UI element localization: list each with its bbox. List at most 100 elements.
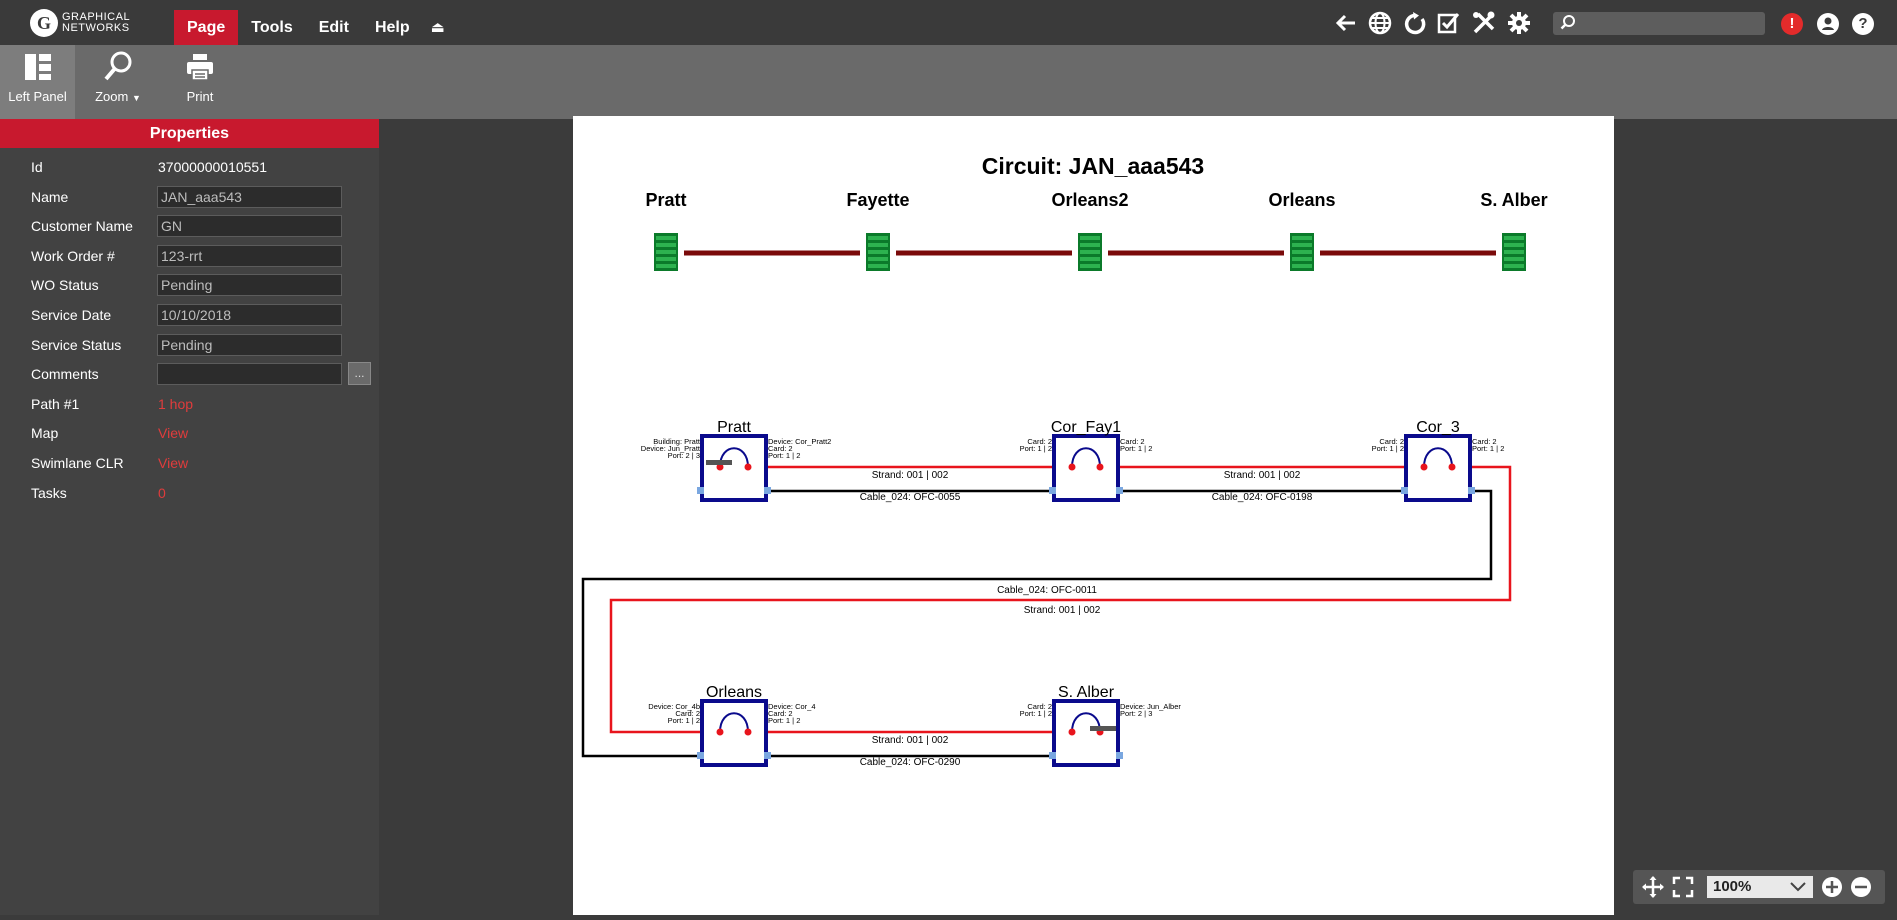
graphical-networks-logo[interactable]: G GRAPHICAL NETWORKS [30,9,130,37]
rack-slot [1292,236,1312,240]
connector-square [1401,487,1408,494]
refresh-icon[interactable] [1402,10,1428,36]
device-info: Card: 2 [1379,437,1404,446]
print-label: Print [186,89,214,104]
port-dot [1420,463,1428,471]
property-row: Customer Name GN [0,212,379,242]
strand-label: Strand: 001 | 002 [872,735,949,746]
property-label: Comments [31,366,99,383]
port-dot [716,463,724,471]
device-info: Port: 1 | 2 [1472,444,1504,453]
search-box[interactable] [1553,12,1765,35]
connector-square [764,487,771,494]
cable-label: Cable_024: OFC-0011 [997,585,1097,596]
property-label: Map [31,425,59,442]
rack-slot [1504,250,1524,254]
gear-icon[interactable] [1506,10,1532,36]
zoom-button[interactable]: Zoom ▼ [84,45,152,119]
device-box [1052,699,1120,767]
rack-slot [1504,264,1524,268]
properties-title: Properties [0,119,379,148]
property-label: Tasks [31,484,67,501]
device-info: Card: 2 [675,709,700,718]
property-input[interactable]: 123-rrt [157,244,342,267]
property-label: Customer Name [31,218,133,235]
property-link[interactable]: View [158,425,189,442]
tools-icon[interactable] [1471,10,1497,36]
menu-edit[interactable]: Edit [318,19,349,36]
patch-arc [719,712,749,733]
printer-icon [165,45,235,89]
property-input[interactable] [157,363,342,386]
device-info: Port: 1 | 2 [1020,709,1052,718]
checklist-icon[interactable] [1436,10,1462,36]
search-input[interactable] [1581,14,1763,35]
port-dot [1448,463,1456,471]
property-input[interactable]: Pending [157,274,342,297]
menu-help[interactable]: Help [374,19,410,36]
eject-icon[interactable]: ⏏ [430,19,445,36]
print-button[interactable]: Print [165,45,235,119]
fit-screen-icon[interactable] [1671,875,1695,904]
property-link[interactable]: 1 hop [158,395,194,412]
rack-slot [1504,257,1524,261]
port-dot [1068,728,1076,736]
ellipsis-button[interactable]: ... [348,362,371,386]
menu-tools[interactable]: Tools [251,19,293,36]
patch-arc [1071,712,1101,733]
device-info: Port: 2 | 3 [1120,709,1152,718]
top-bar: G GRAPHICAL NETWORKS Page Tools Edit Hel… [0,0,1897,45]
property-label: Swimlane CLR [31,455,124,471]
rack-slot [1504,236,1524,240]
rack-slot [1504,243,1524,247]
help-icon[interactable]: ? [1852,13,1874,35]
device-info: Port: 1 | 2 [1372,444,1404,453]
zoom-in-icon[interactable] [1820,875,1844,904]
property-link[interactable]: View [158,455,189,471]
property-label: Name [31,188,69,205]
cable-label: Cable_024: OFC-0198 [1212,492,1313,503]
device-info: Port: 2 | 3 [668,451,700,460]
property-input[interactable]: 10/10/2018 [157,304,342,326]
back-arrow-icon[interactable] [1333,10,1359,36]
rack-slot [656,257,676,261]
property-link[interactable]: 0 [158,484,166,501]
connector-square [1116,752,1123,759]
patch-arc [1423,447,1453,468]
pan-icon[interactable] [1641,875,1665,904]
zoom-out-icon[interactable] [1849,875,1873,904]
property-input[interactable]: Pending [157,333,342,356]
logo-mark: G [30,9,58,37]
zoom-level-value: 100% [1713,878,1752,895]
terminal-bar [1090,726,1116,731]
device-name: S. Alber [1058,684,1115,701]
device-box [1404,434,1472,502]
rack-slot [868,264,888,268]
rack-slot [868,257,888,261]
site-label: Orleans [1268,190,1335,210]
left-panel-button[interactable]: Left Panel [0,45,75,119]
device-info: Port: 1 | 2 [668,716,700,725]
property-input[interactable]: GN [157,215,342,238]
rack-slot [868,236,888,240]
strand-label: Strand: 001 | 002 [1224,470,1301,481]
globe-icon[interactable] [1367,10,1393,36]
zoom-level-select[interactable]: 100% [1707,876,1813,898]
rack-slot [868,250,888,254]
device-info: Port: 1 | 2 [1120,444,1152,453]
device-info: Port: 1 | 2 [768,451,800,460]
property-row: Tasks 0 [0,479,379,509]
left-panel-icon [0,45,75,89]
port-dot [1068,463,1076,471]
alert-icon[interactable]: ! [1781,13,1803,35]
property-input[interactable]: JAN_aaa543 [157,185,342,208]
property-row: Comments... [0,360,379,390]
device-name: Cor_Fay1 [1051,419,1121,436]
user-icon[interactable] [1817,13,1839,35]
menu-page[interactable]: Page [174,10,239,45]
rack-slot [656,264,676,268]
